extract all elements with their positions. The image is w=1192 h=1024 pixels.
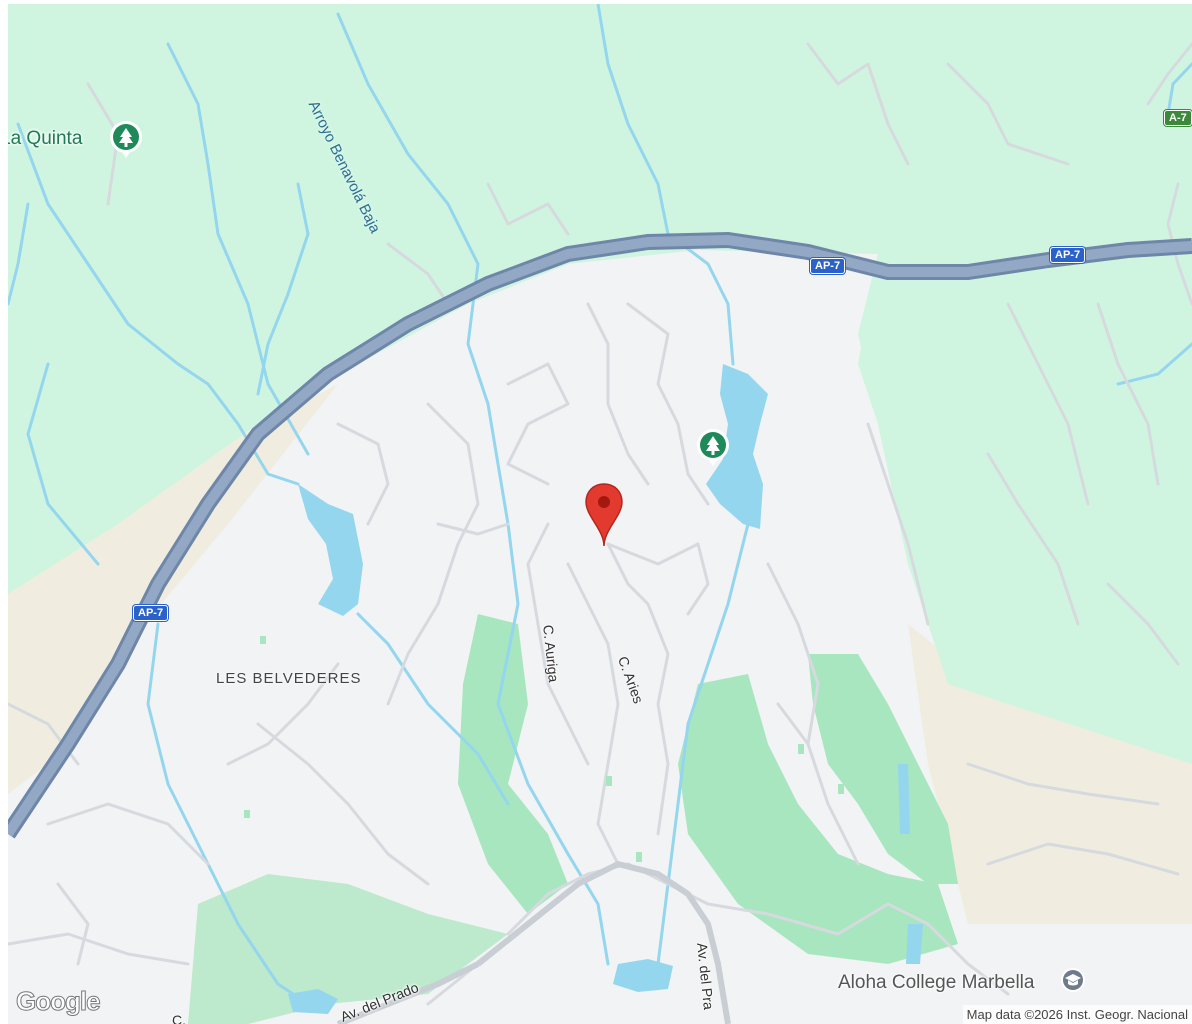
highway-shield-ap7-right: AP-7 (1050, 247, 1086, 263)
street-label-c-bottom: C. (172, 1012, 186, 1024)
road-av-del-prado (476, 860, 731, 1024)
poi-label-text: La Quinta (8, 128, 83, 149)
park-area-center (458, 614, 568, 914)
lake-bottom (613, 959, 673, 992)
poi-label-la-quinta[interactable]: La Quinta (8, 128, 82, 150)
sand-area-left (8, 384, 338, 794)
poi-label-aloha-college[interactable]: Aloha College Marbella (838, 972, 1034, 994)
map-attribution[interactable]: Map data ©2026 Inst. Geogr. Nacional (962, 1005, 1192, 1024)
area-label-les-belvederes: LES BELVEDERES (216, 670, 362, 687)
poi-label-text: Aloha College Marbella (838, 972, 1035, 993)
school-icon[interactable] (1060, 967, 1086, 993)
tree-icon[interactable] (109, 120, 143, 158)
map-canvas[interactable]: La Quinta Arroyo Benavolá Baja LES BELVE… (8, 4, 1192, 1024)
sand-area-right (908, 624, 1192, 924)
lake-right (706, 364, 768, 529)
highway-shield-ap7-left: AP-7 (133, 605, 169, 621)
google-logo[interactable]: Google (16, 986, 102, 1017)
map-base-layer (8, 4, 1192, 1024)
location-pin-icon[interactable] (584, 482, 624, 548)
highway-shield-a7: A-7 (1164, 110, 1192, 126)
lake-left (298, 484, 363, 616)
lake-bottom-left (288, 989, 338, 1014)
highway-shield-ap7-center: AP-7 (810, 258, 846, 274)
tree-icon[interactable] (696, 428, 730, 466)
park-area-right (678, 674, 958, 964)
roads (8, 42, 1192, 1006)
park-area-right2 (808, 654, 958, 884)
forest-area-top (8, 4, 1192, 744)
